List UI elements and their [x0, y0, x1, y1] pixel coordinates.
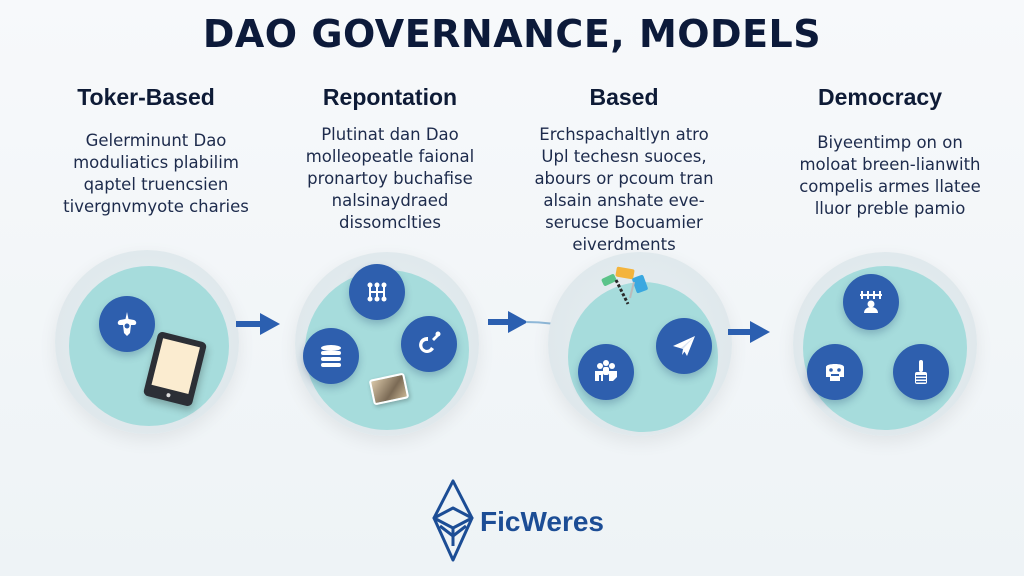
- governance-temple-icon: [99, 296, 155, 352]
- column-description-based: Erchspachaltlyn atro Upl techesn suoces,…: [504, 124, 744, 256]
- description-line: molleopeatle faional: [305, 147, 475, 166]
- community-icon: [807, 344, 863, 400]
- description-line: eiverdments: [572, 235, 676, 254]
- description-line: Biyeentimp on on: [817, 133, 963, 152]
- ethereum-diamond-icon: [432, 479, 474, 562]
- column-description-token-based: Gelerminunt Dao moduliatics plabilim qap…: [36, 130, 276, 218]
- arrow-right-icon: [488, 311, 528, 333]
- column-heading-based: Based: [589, 84, 659, 110]
- description-line: Gelerminunt Dao: [85, 131, 227, 150]
- description-line: moduliatics plabilim: [73, 153, 239, 172]
- brand-logo: FicWeres: [430, 478, 630, 564]
- model-circle-token-based: [55, 250, 239, 434]
- description-line: moloat breen-lianwith: [799, 155, 981, 174]
- description-line: qaptel truencsien: [83, 175, 229, 194]
- description-line: tivergnvmyote charies: [63, 197, 249, 216]
- description-line: alsain anshate eve-: [543, 191, 705, 210]
- column-heading-token-based: Toker-Based: [77, 84, 215, 110]
- people-group-icon: [578, 344, 634, 400]
- brand-name: FicWeres: [480, 506, 604, 537]
- model-circle-reputation: [295, 252, 479, 436]
- description-line: dissomclties: [339, 213, 441, 232]
- description-line: Upl techesn suoces,: [541, 147, 707, 166]
- description-line: pronartoy buchafise: [307, 169, 473, 188]
- paper-plane-icon: [656, 318, 712, 374]
- description-line: serucse Bocuamier: [545, 213, 703, 232]
- database-stack-icon: [303, 328, 359, 384]
- network-nodes-icon: [349, 264, 405, 320]
- people-vote-icon: [843, 274, 899, 330]
- model-circle-democracy: [793, 252, 977, 436]
- column-description-reputation: Plutinat dan Dao molleopeatle faional pr…: [270, 124, 510, 234]
- page-title: DAO GOVERNANCE, MODELS: [202, 12, 822, 56]
- arrow-right-icon: [236, 313, 280, 335]
- model-circle-based: [548, 252, 732, 436]
- description-line: Erchspachaltlyn atro: [539, 125, 709, 144]
- column-heading-democracy: Democracy: [817, 84, 943, 110]
- tablet-screen: [151, 338, 200, 394]
- column-heading-reputation: Repontation: [322, 84, 458, 110]
- arrow-right-icon: [728, 321, 770, 343]
- tablet-home-button: [166, 392, 171, 398]
- column-description-democracy: Biyeentimp on on moloat breen-lianwith c…: [770, 132, 1010, 220]
- description-line: compelis armes llatee: [799, 177, 981, 196]
- description-line: abours or pcoum tran: [534, 169, 714, 188]
- description-line: Plutinat dan Dao: [321, 125, 459, 144]
- description-line: lluor preble pamio: [814, 199, 966, 218]
- raised-hand-icon: [893, 344, 949, 400]
- description-line: nalsinaydraed: [331, 191, 449, 210]
- key-icon: [401, 316, 457, 372]
- colorful-tool-icon: [601, 266, 648, 305]
